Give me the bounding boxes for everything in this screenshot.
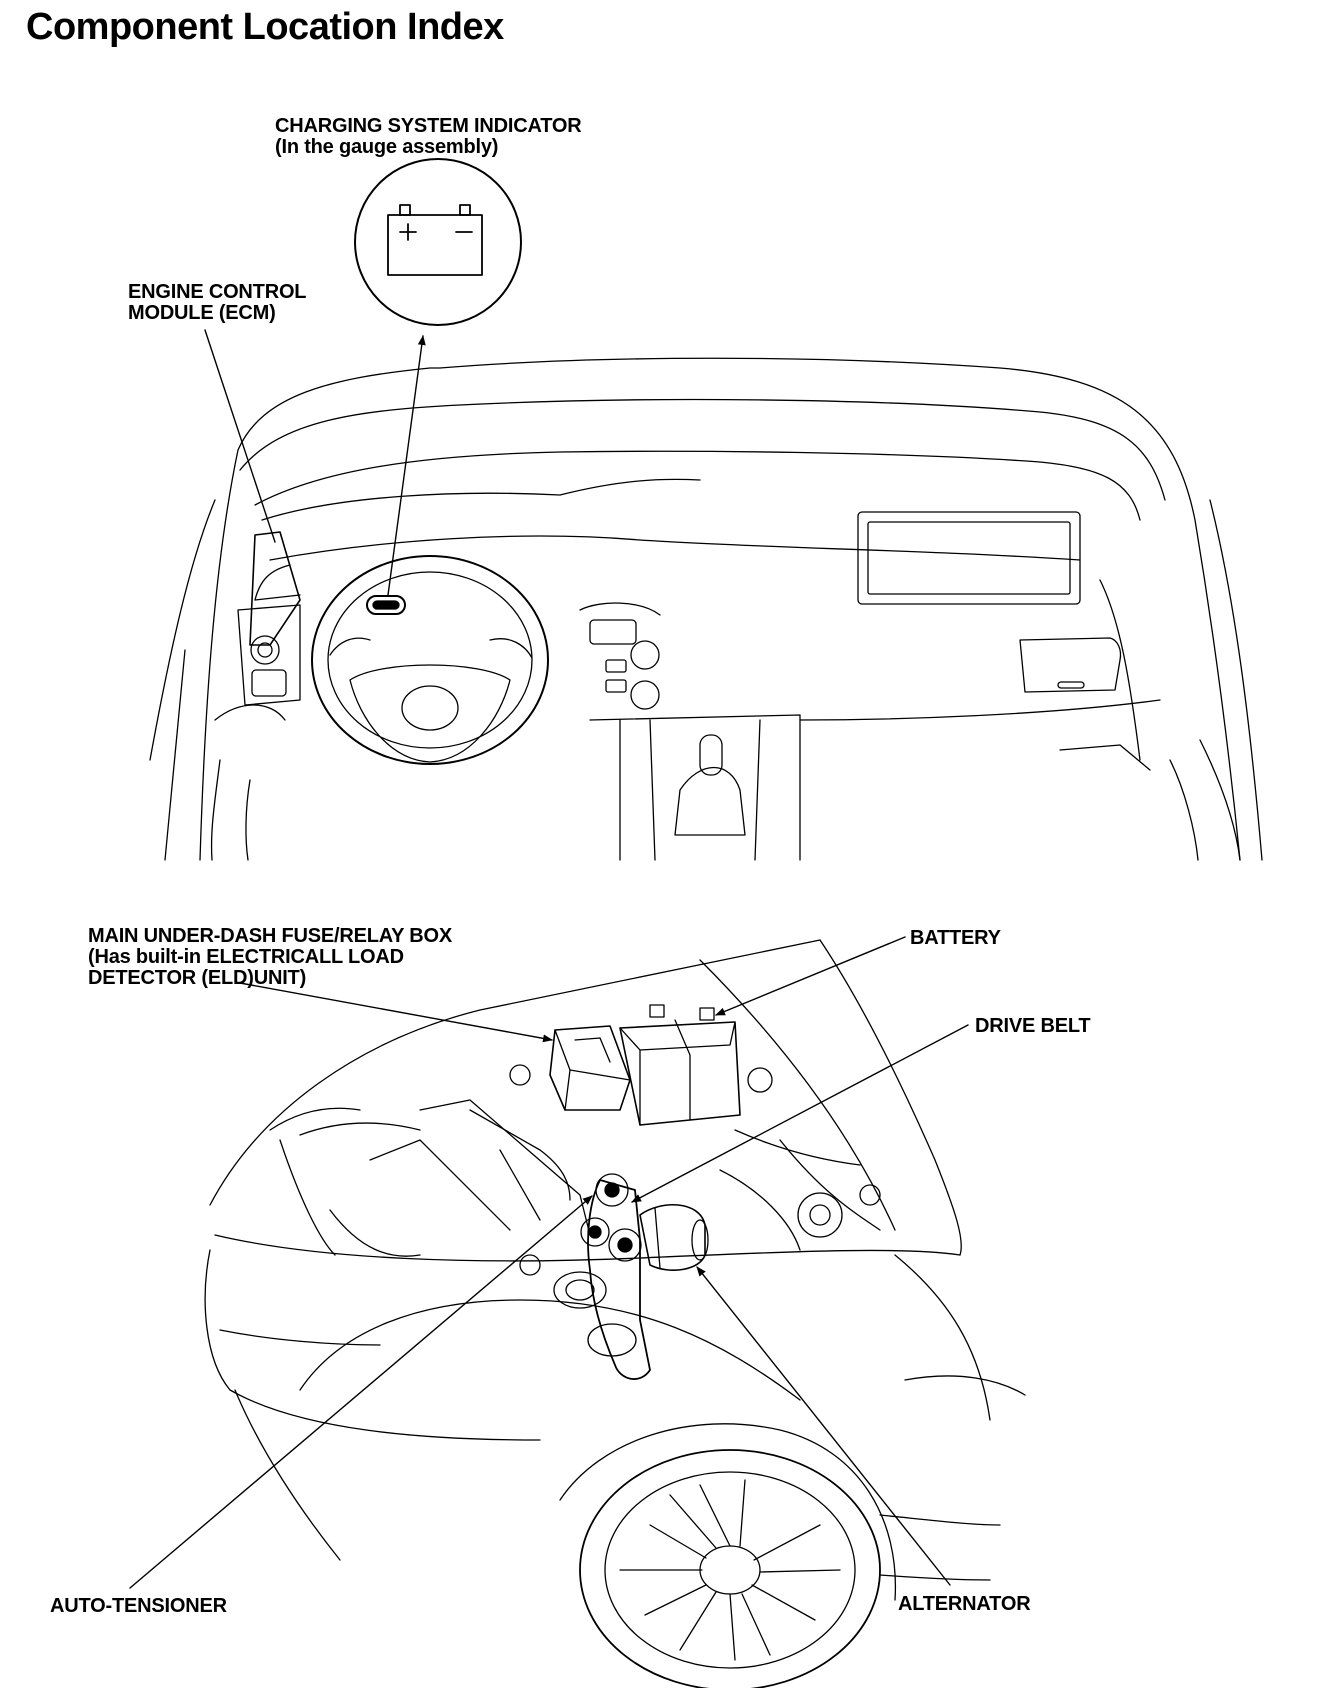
ecm-label: ENGINE CONTROL MODULE (ECM) [128,281,307,324]
drive-belt-leader [631,1024,969,1203]
battery-label: BATTERY [910,927,1001,949]
engine-bay-drawing [204,939,1026,1688]
indicator-leader [387,335,426,596]
battery-leader [715,936,906,1016]
auto-tensioner-label: AUTO-TENSIONER [50,1595,227,1617]
battery-icon [387,204,483,276]
drive-belt-label: DRIVE BELT [975,1015,1091,1037]
ecm-leader [204,329,276,543]
page-title: Component Location Index [26,6,504,48]
dashboard-drawing [149,357,1263,861]
charging-indicator-callout [354,158,522,326]
alternator-label: ALTERNATOR [898,1593,1031,1615]
fuse-box-label: MAIN UNDER-DASH FUSE/RELAY BOX (Has buil… [88,925,453,989]
fuse-box-leader [239,982,553,1043]
alternator-leader [696,1266,951,1586]
auto-tensioner-leader [129,1195,593,1589]
charging-indicator-label: CHARGING SYSTEM INDICATOR (In the gauge … [275,115,582,158]
